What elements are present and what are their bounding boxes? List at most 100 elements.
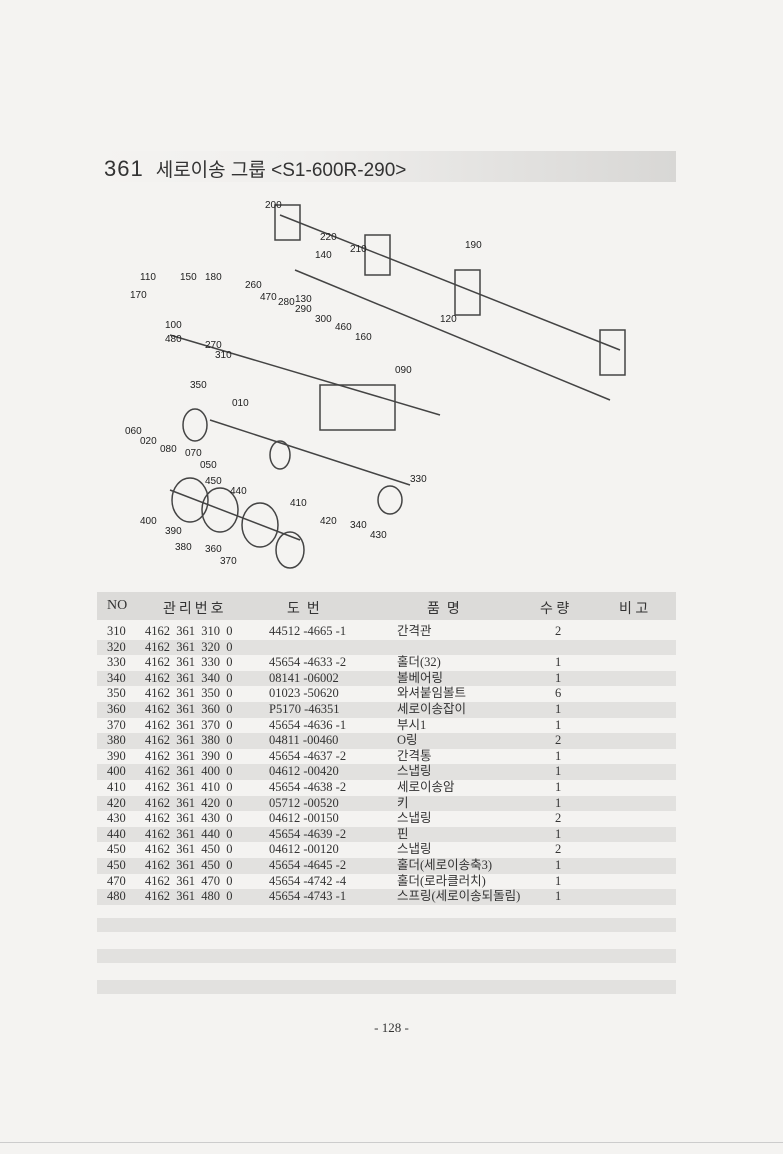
callout-label: 070	[185, 448, 202, 459]
scan-edge	[0, 1142, 783, 1143]
callout-label: 130	[295, 294, 312, 305]
row-drawing-no: 08141 -06002	[269, 670, 339, 685]
row-quantity: 1	[555, 795, 562, 810]
row-quantity: 1	[555, 655, 562, 670]
row-part-name: 볼베어링	[397, 670, 444, 685]
row-quantity: 1	[555, 858, 562, 872]
callout-label: 330	[410, 474, 427, 485]
row-mgmt-no: 4162 361 470 0	[145, 873, 233, 888]
row-mgmt-no: 4162 361 310 0	[145, 624, 233, 638]
row-quantity: 2	[555, 733, 562, 748]
col-quantity: 수 량	[540, 602, 570, 617]
row-quantity: 2	[555, 811, 562, 826]
callout-label: 430	[370, 530, 387, 541]
row-no: 410	[107, 780, 126, 794]
callout-label: 140	[315, 250, 332, 261]
row-mgmt-no: 4162 361 400 0	[145, 764, 233, 779]
callout-label: 390	[165, 526, 182, 537]
row-drawing-no: 45654 -4633 -2	[269, 655, 347, 670]
row-part-name: 스냅링	[397, 811, 432, 826]
row-drawing-no: 05712 -00520	[269, 795, 339, 810]
row-drawing-no: 45654 -4645 -2	[269, 858, 347, 872]
callout-label: 300	[315, 314, 332, 325]
row-quantity: 1	[555, 780, 562, 794]
callout-label: 350	[190, 380, 207, 391]
row-no: 340	[107, 670, 126, 685]
row-drawing-no: 04612 -00150	[269, 811, 339, 826]
row-quantity: 1	[555, 873, 562, 888]
table-row: 450 4162 361 450 0 45654 -4645 -2 홀더(세로이송축3…	[97, 858, 676, 874]
callout-label: 050	[200, 460, 217, 471]
callout-label: 370	[220, 556, 237, 567]
row-mgmt-no: 4162 361 450 0	[145, 858, 233, 872]
row-part-name: 홀더(로라클러치)	[397, 873, 486, 888]
callout-label: 440	[230, 486, 247, 497]
row-quantity: 6	[555, 686, 562, 701]
row-quantity: 1	[555, 670, 562, 685]
col-no: NO	[107, 598, 128, 613]
row-part-name: 홀더(세로이송축3)	[397, 858, 493, 872]
callout-label: 290	[295, 304, 312, 315]
row-part-name: 간격관	[397, 624, 432, 638]
row-drawing-no: 45654 -4636 -1	[269, 717, 347, 732]
callout-label: 360	[205, 544, 222, 555]
row-no: 310	[107, 624, 126, 638]
callout-label: 210	[350, 244, 367, 255]
row-part-name: 키	[397, 795, 409, 810]
row-part-name: 세로이송암	[397, 780, 455, 794]
callout-label: 090	[395, 365, 412, 376]
row-mgmt-no: 4162 361 360 0	[145, 702, 233, 716]
row-part-name: O링	[397, 733, 418, 748]
callout-label: 110	[140, 272, 156, 283]
callout-label: 480	[165, 334, 182, 345]
row-drawing-no: 04612 -00120	[269, 842, 339, 857]
callout-label: 160	[355, 332, 372, 343]
row-no: 430	[107, 811, 126, 826]
row-no: 370	[107, 717, 126, 732]
row-quantity: 2	[555, 842, 562, 857]
callout-label: 120	[440, 314, 457, 325]
row-quantity: 1	[555, 717, 562, 732]
blank-row	[97, 918, 676, 932]
row-no: 390	[107, 748, 126, 763]
row-mgmt-no: 4162 361 380 0	[145, 733, 233, 748]
row-part-name: 핀	[397, 826, 409, 841]
callout-label: 200	[265, 200, 282, 211]
callout-label: 020	[140, 436, 157, 447]
row-no: 360	[107, 702, 126, 716]
row-no: 480	[107, 889, 126, 904]
row-no: 350	[107, 686, 126, 701]
row-drawing-no: 44512 -4665 -1	[269, 624, 347, 638]
callout-label: 460	[335, 322, 352, 333]
callout-label: 060	[125, 426, 142, 437]
callout-label: 180	[205, 272, 222, 283]
row-mgmt-no: 4162 361 370 0	[145, 717, 233, 732]
callout-label: 410	[290, 498, 307, 509]
row-drawing-no: 45654 -4638 -2	[269, 780, 347, 794]
row-quantity: 1	[555, 764, 562, 779]
col-mgmt-no: 관리번호	[163, 602, 227, 617]
callout-label: 170	[130, 290, 147, 301]
callout-label: 100	[165, 320, 182, 331]
row-drawing-no: 04811 -00460	[269, 733, 339, 748]
callout-label: 080	[160, 444, 177, 455]
title-bar	[97, 151, 676, 182]
row-quantity: 1	[555, 826, 562, 841]
col-remarks: 비 고	[619, 602, 649, 617]
row-no: 450	[107, 858, 126, 872]
